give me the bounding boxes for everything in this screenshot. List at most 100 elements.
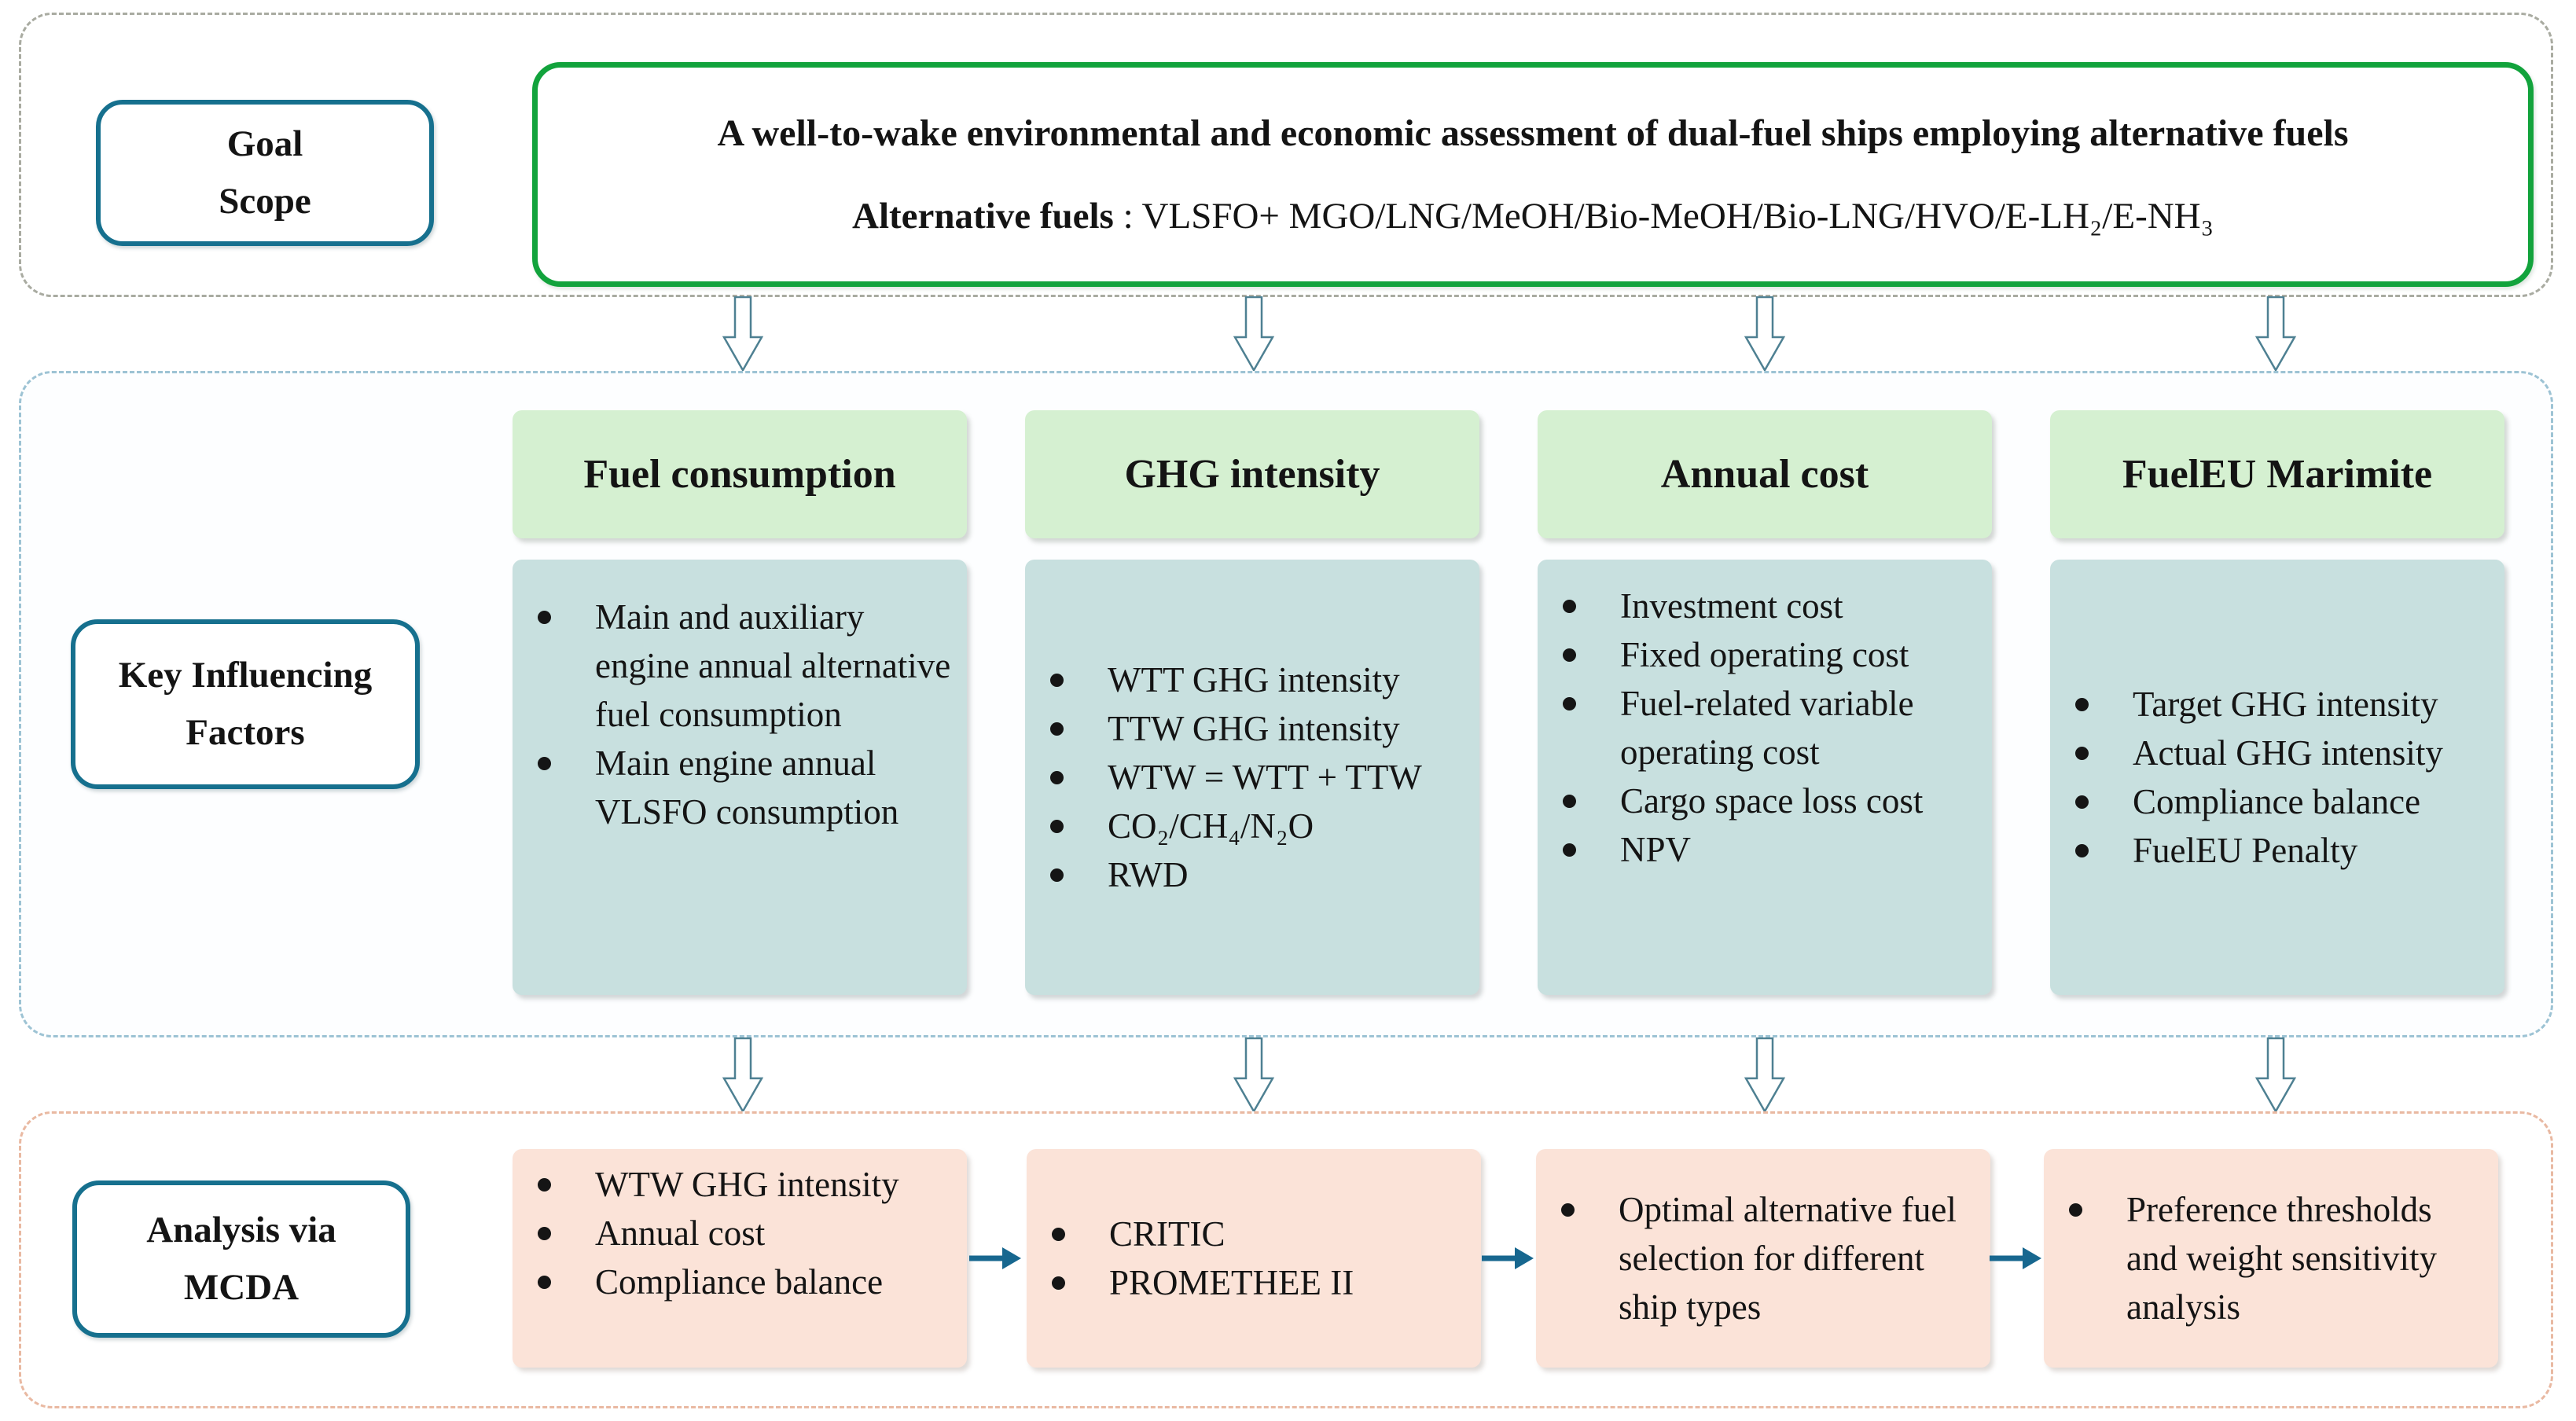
right-arrow-icon: [1482, 1247, 1534, 1269]
bullet-text: Main engine annual VLSFO consumption: [595, 744, 899, 832]
bullet-item: TTW GHG intensity: [1025, 704, 1479, 753]
bullet-icon: [1050, 771, 1064, 784]
bullet-icon: [538, 1178, 551, 1192]
goal-scope-section: Goal Scope A well-to-wake environmental …: [19, 13, 2553, 297]
bullet-icon: [2075, 795, 2089, 809]
bullet-text: Investment cost: [1620, 586, 1843, 626]
bullet-text: Main and auxiliary engine annual alterna…: [595, 597, 951, 734]
bullet-text: Annual cost: [595, 1214, 766, 1253]
bullet-icon: [1050, 820, 1064, 833]
bullet-text: CO₂/CH₄/N₂O: [1108, 806, 1314, 846]
bullet-text: RWD: [1108, 855, 1189, 894]
bullet-item: WTW GHG intensity: [513, 1160, 967, 1209]
bullet-text: WTW GHG intensity: [595, 1165, 899, 1204]
alternative-fuels-line: Alternative fuels : VLSFO+ MGO/LNG/MeOH/…: [852, 195, 2214, 237]
right-arrow-icon: [1990, 1247, 2041, 1269]
bullet-text: Target GHG intensity: [2133, 685, 2438, 724]
down-arrow-icon: [2254, 1037, 2297, 1113]
bullet-item: Cargo space loss cost: [1538, 777, 1992, 825]
goal-scope-label: Goal Scope: [219, 123, 311, 222]
bullet-icon: [1563, 648, 1576, 662]
key-influencing-factors-label: Key Influencing Factors: [118, 655, 373, 753]
down-arrow-icon: [1744, 1037, 1786, 1113]
bullet-item: Optimal alternative fuel selection for d…: [1536, 1185, 1990, 1331]
alternative-fuels-label: Alternative fuels: [852, 195, 1114, 237]
bullet-item: Fuel-related variable operating cost: [1538, 679, 1992, 777]
bullet-item: PROMETHEE II: [1027, 1258, 1481, 1307]
down-arrow-icon: [2254, 296, 2297, 372]
mcda-result-box: Optimal alternative fuel selection for d…: [1536, 1149, 1990, 1368]
bullet-text: Preference thresholds and weight sensiti…: [2126, 1190, 2437, 1327]
bullet-text: TTW GHG intensity: [1108, 709, 1400, 748]
alternative-fuels-value: : VLSFO+ MGO/LNG/MeOH/Bio-MeOH/Bio-LNG/H…: [1113, 195, 2214, 237]
down-arrow-icon: [1233, 296, 1275, 372]
bullet-item: Investment cost: [1538, 582, 1992, 630]
bullet-icon: [1050, 674, 1064, 687]
bullet-icon: [538, 1276, 551, 1289]
bullet-icon: [2069, 1203, 2082, 1217]
bullet-text: Compliance balance: [595, 1262, 884, 1302]
bullet-text: FuelEU Penalty: [2133, 831, 2358, 870]
bullet-icon: [1563, 843, 1576, 857]
bullet-item: CO₂/CH₄/N₂O: [1025, 802, 1479, 850]
goal-scope-label-box: Goal Scope: [96, 100, 434, 246]
column-header-annual-cost: Annual cost: [1538, 410, 1992, 538]
column-header-fuel-consumption: Fuel consumption: [513, 410, 967, 538]
bullet-item: NPV: [1538, 825, 1992, 874]
down-arrow-icon: [722, 296, 764, 372]
bullet-icon: [1563, 697, 1576, 710]
bullet-icon: [1052, 1228, 1065, 1241]
bullet-icon: [1563, 795, 1576, 808]
bullet-text: Actual GHG intensity: [2133, 733, 2443, 773]
bullet-text: WTW = WTT + TTW: [1108, 758, 1422, 797]
bullet-text: NPV: [1620, 830, 1692, 869]
right-arrow-icon: [969, 1247, 1021, 1269]
bullet-icon: [538, 611, 551, 624]
factors-list-fuel-consumption: Main and auxiliary engine annual alterna…: [513, 560, 967, 995]
bullet-item: Main and auxiliary engine annual alterna…: [513, 593, 967, 739]
bullet-icon: [2075, 747, 2089, 760]
bullet-icon: [2075, 844, 2089, 857]
bullet-item: FuelEU Penalty: [2050, 826, 2504, 875]
bullet-item: Actual GHG intensity: [2050, 729, 2504, 777]
bullet-item: Fixed operating cost: [1538, 630, 1992, 679]
bullet-item: Annual cost: [513, 1209, 967, 1258]
bullet-icon: [1052, 1276, 1065, 1290]
bullet-text: Fuel-related variable operating cost: [1620, 684, 1914, 772]
bullet-item: Compliance balance: [513, 1258, 967, 1306]
down-arrow-icon: [1233, 1037, 1275, 1113]
bullet-text: Optimal alternative fuel selection for d…: [1619, 1190, 1957, 1327]
study-title-box: A well-to-wake environmental and economi…: [532, 62, 2534, 287]
bullet-text: WTT GHG intensity: [1108, 660, 1400, 699]
column-header-fueleu-maritime: FuelEU Marimite: [2050, 410, 2504, 538]
bullet-item: CRITIC: [1027, 1210, 1481, 1258]
bullet-icon: [1561, 1203, 1575, 1217]
down-arrow-icon: [1744, 296, 1786, 372]
bullet-text: CRITIC: [1109, 1214, 1226, 1254]
bullet-icon: [1050, 868, 1064, 882]
mcda-methods-box: CRITIC PROMETHEE II: [1027, 1149, 1481, 1368]
bullet-text: Compliance balance: [2133, 782, 2421, 821]
bullet-icon: [538, 757, 551, 770]
bullet-icon: [2075, 698, 2089, 711]
bullet-item: WTT GHG intensity: [1025, 655, 1479, 704]
bullet-icon: [1050, 722, 1064, 736]
bullet-item: Preference thresholds and weight sensiti…: [2044, 1185, 2498, 1331]
bullet-text: PROMETHEE II: [1109, 1263, 1354, 1302]
analysis-mcda-label-box: Analysis via MCDA: [72, 1180, 410, 1338]
key-influencing-factors-label-box: Key Influencing Factors: [71, 619, 420, 789]
bullet-item: RWD: [1025, 850, 1479, 899]
bullet-icon: [1563, 600, 1576, 613]
study-title: A well-to-wake environmental and economi…: [717, 112, 2349, 155]
column-header-ghg-intensity: GHG intensity: [1025, 410, 1479, 538]
bullet-icon: [538, 1227, 551, 1240]
bullet-text: Cargo space loss cost: [1620, 781, 1924, 821]
bullet-item: Compliance balance: [2050, 777, 2504, 826]
down-arrow-icon: [722, 1037, 764, 1113]
bullet-item: Target GHG intensity: [2050, 680, 2504, 729]
